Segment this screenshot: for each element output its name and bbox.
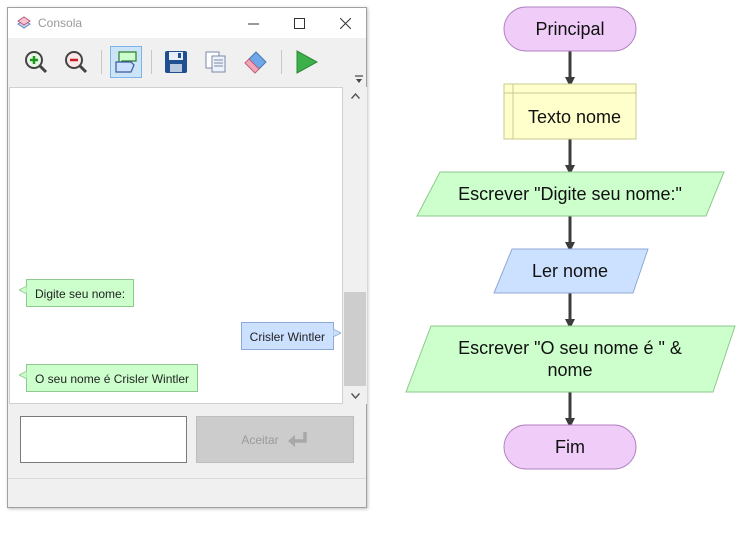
input-message: Crisler Wintler — [240, 322, 341, 350]
toolbar-separator — [151, 50, 152, 74]
minimize-icon — [247, 23, 259, 24]
start-node-label: Principal — [535, 19, 605, 39]
scroll-thumb[interactable] — [344, 292, 366, 386]
declare-node-label: Texto nome — [527, 107, 622, 127]
app-icon — [16, 15, 32, 31]
floppy-disk-icon — [165, 51, 187, 73]
toolbar-separator — [281, 50, 282, 74]
flowchart: Principal Texto nome Escrever "Digite se… — [400, 0, 747, 556]
window-title: Consola — [38, 16, 83, 30]
enter-icon — [287, 431, 307, 447]
accept-button-label: Aceitar — [241, 432, 279, 447]
start-node[interactable] — [503, 6, 637, 52]
chevron-down-icon[interactable] — [354, 75, 364, 85]
maximize-icon — [293, 17, 305, 29]
output-node[interactable] — [416, 171, 725, 217]
console-output: Digite seu nome: Crisler Wintler O seu n… — [9, 87, 343, 404]
accept-button[interactable]: Aceitar — [196, 416, 354, 463]
zoom-in-icon — [25, 51, 48, 74]
end-node-label: Fim — [555, 437, 585, 457]
input-message-text: Crisler Wintler — [249, 330, 325, 344]
declare-node[interactable] — [503, 83, 637, 140]
bubble-tail — [19, 371, 27, 379]
chat-bubbles-icon — [115, 51, 137, 73]
vertical-scrollbar[interactable] — [343, 87, 367, 404]
copy-icon — [205, 51, 226, 73]
output-message: Digite seu nome: — [19, 279, 135, 307]
output-message-text: O seu nome é Crisler Wintler — [35, 372, 190, 386]
toolbar — [8, 38, 366, 88]
input-node[interactable] — [493, 248, 649, 294]
minimize-button[interactable] — [230, 8, 276, 38]
scroll-up-button[interactable] — [343, 87, 367, 104]
console-window: Consola — [7, 7, 367, 508]
maximize-button[interactable] — [276, 8, 322, 38]
copy-button[interactable] — [200, 46, 232, 78]
eraser-icon — [244, 51, 267, 74]
close-icon — [339, 17, 351, 29]
end-node[interactable] — [503, 424, 637, 470]
close-button[interactable] — [322, 8, 368, 38]
input-node-label: Ler nome — [531, 261, 609, 281]
chevron-down-icon — [350, 392, 360, 399]
title-bar[interactable]: Consola — [8, 8, 366, 38]
clear-button[interactable] — [240, 46, 272, 78]
output-node[interactable] — [405, 325, 736, 393]
zoom-out-icon — [65, 51, 88, 74]
play-icon — [296, 50, 318, 74]
bubble-tail — [333, 329, 341, 337]
output-message: O seu nome é Crisler Wintler — [19, 364, 199, 392]
run-button[interactable] — [290, 46, 322, 78]
console-input[interactable] — [20, 416, 187, 463]
status-bar — [8, 478, 366, 507]
output-node-label: Escrever "O seu nome é " & nome — [458, 338, 682, 380]
zoom-out-button[interactable] — [60, 46, 92, 78]
toolbar-separator — [101, 50, 102, 74]
output-node-label: Escrever "Digite seu nome:" — [458, 184, 682, 204]
chat-view-toggle-button[interactable] — [110, 46, 142, 78]
scroll-down-button[interactable] — [343, 387, 367, 404]
chevron-up-icon — [350, 92, 360, 99]
save-button[interactable] — [160, 46, 192, 78]
flowchart-canvas — [405, 6, 736, 470]
bubble-tail — [19, 286, 27, 294]
zoom-in-button[interactable] — [20, 46, 52, 78]
output-message-text: Digite seu nome: — [35, 287, 126, 301]
